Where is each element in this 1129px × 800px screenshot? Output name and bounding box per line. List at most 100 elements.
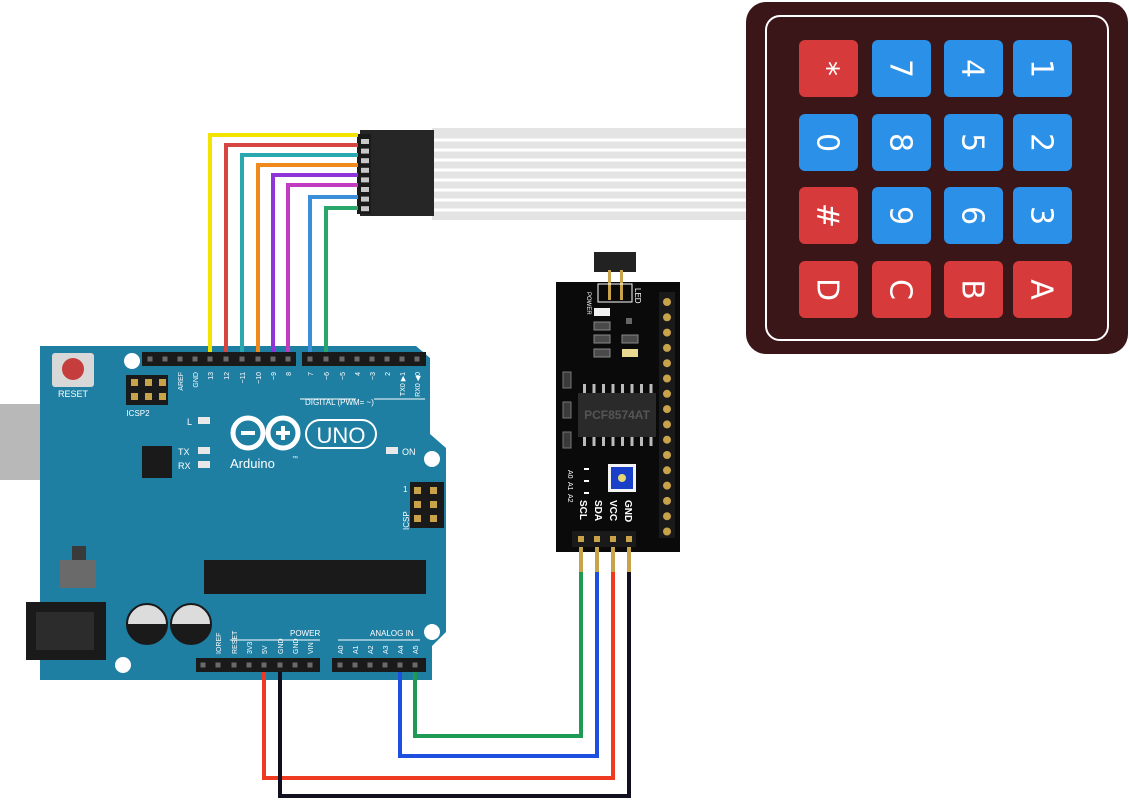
- arduino-infinity-logo: [230, 415, 301, 451]
- keypad-key-label: A: [1024, 279, 1059, 300]
- wire-green: [324, 206, 358, 352]
- keypad-key[interactable]: D: [799, 261, 858, 318]
- keypad-key[interactable]: *: [799, 40, 858, 97]
- wire-sda: [398, 572, 599, 758]
- voltage-regulator: [60, 560, 96, 588]
- keypad-key[interactable]: 1: [1013, 40, 1072, 97]
- digital-pin-label: ~3: [370, 372, 377, 380]
- digital-pin-label: GND: [193, 372, 200, 388]
- wire-gnd: [278, 572, 631, 798]
- led-label: LED: [633, 288, 642, 304]
- keypad-key-label: 0: [810, 133, 845, 152]
- led-rx: [198, 461, 210, 468]
- header-pin[interactable]: [384, 356, 390, 362]
- led-tx: [198, 447, 210, 454]
- header-pin[interactable]: [414, 356, 420, 362]
- arduino-uno: RESET ICSP2 L TX RX ON UNO Arduino ™: [0, 346, 446, 680]
- arduino-board: [40, 346, 446, 680]
- analog-pin-label: A5: [413, 645, 420, 654]
- header-pin[interactable]: [337, 662, 343, 668]
- header-pin[interactable]: [215, 662, 221, 668]
- header-pin[interactable]: [292, 662, 298, 668]
- keypad-key[interactable]: 9: [872, 187, 931, 244]
- analog-label: ANALOG IN: [370, 629, 414, 638]
- header-pin[interactable]: [399, 356, 405, 362]
- digital-pin-label: 12: [224, 372, 231, 380]
- header-pin[interactable]: [307, 662, 313, 668]
- header-pin[interactable]: [223, 356, 229, 362]
- power-label: POWER: [290, 629, 320, 638]
- header-pin[interactable]: [367, 662, 373, 668]
- tx-label: TX: [178, 447, 190, 457]
- header-pin[interactable]: [307, 356, 313, 362]
- uno-badge: [305, 419, 377, 449]
- keypad-key[interactable]: 6: [944, 187, 1003, 244]
- keypad-frame: [765, 15, 1109, 341]
- keypad-key[interactable]: 3: [1013, 187, 1072, 244]
- header-pin[interactable]: [369, 356, 375, 362]
- analog-pin-label: A0: [338, 645, 345, 654]
- keypad-key[interactable]: 5: [944, 114, 1003, 171]
- wire-teal: [240, 153, 358, 352]
- digital-pin-label: AREF: [178, 372, 185, 391]
- keypad-key-label: 6: [955, 206, 990, 225]
- header-pin[interactable]: [382, 662, 388, 668]
- header-pin[interactable]: [354, 356, 360, 362]
- keypad-ribbon-cable: [432, 128, 748, 220]
- header-pin[interactable]: [412, 662, 418, 668]
- keypad-key[interactable]: 4: [944, 40, 1003, 97]
- addr-a0-label: A0: [566, 470, 573, 479]
- header-pin[interactable]: [261, 662, 267, 668]
- header-pin[interactable]: [246, 662, 252, 668]
- capacitors: [126, 603, 212, 645]
- header-pin[interactable]: [339, 356, 345, 362]
- keypad-key[interactable]: C: [872, 261, 931, 318]
- keypad-key-label: 8: [883, 133, 918, 152]
- header-pin[interactable]: [200, 662, 206, 668]
- digital-pin-label: ~10: [256, 372, 263, 384]
- header-pin[interactable]: [323, 356, 329, 362]
- header-pin[interactable]: [207, 356, 213, 362]
- keypad-key-label: *: [810, 61, 845, 76]
- keypad-key[interactable]: 8: [872, 114, 931, 171]
- wire-vcc: [262, 572, 615, 780]
- brand-label: Arduino: [230, 456, 275, 471]
- digital-pin-label: ~5: [340, 372, 347, 380]
- keypad-key[interactable]: 2: [1013, 114, 1072, 171]
- keypad-key-label: #: [810, 203, 845, 228]
- power-pin-label: 3V3: [247, 641, 254, 654]
- header-pin[interactable]: [147, 356, 153, 362]
- wire-red: [224, 143, 358, 352]
- keypad-key[interactable]: A: [1013, 261, 1072, 318]
- header-pin[interactable]: [239, 356, 245, 362]
- chip-label: PCF8574AT: [584, 408, 650, 422]
- header-pin[interactable]: [177, 356, 183, 362]
- backlight-jumper: [594, 252, 636, 272]
- header-pin[interactable]: [277, 662, 283, 668]
- digital-pin-label: 2: [385, 372, 392, 376]
- header-pin[interactable]: [162, 356, 168, 362]
- keypad-key[interactable]: 7: [872, 40, 931, 97]
- header-pin[interactable]: [192, 356, 198, 362]
- analog-pin-label: A2: [368, 645, 375, 654]
- uno-label: UNO: [317, 423, 366, 448]
- gnd-label: GND: [622, 500, 633, 522]
- digital-label: DIGITAL (PWM= ~): [305, 398, 374, 407]
- header-pin[interactable]: [397, 662, 403, 668]
- header-pin[interactable]: [231, 662, 237, 668]
- digital-pin-label: TX0 ▶1: [400, 372, 407, 396]
- header-pin[interactable]: [270, 356, 276, 362]
- keypad-key[interactable]: B: [944, 261, 1003, 318]
- header-pin[interactable]: [285, 356, 291, 362]
- vcc-label: VCC: [607, 500, 618, 521]
- keypad-key[interactable]: 0: [799, 114, 858, 171]
- keypad-key[interactable]: #: [799, 187, 858, 244]
- power-pin-label: GND: [293, 638, 300, 654]
- header-pin[interactable]: [352, 662, 358, 668]
- power-pin-label: 5V: [262, 645, 269, 654]
- header-pin[interactable]: [255, 356, 261, 362]
